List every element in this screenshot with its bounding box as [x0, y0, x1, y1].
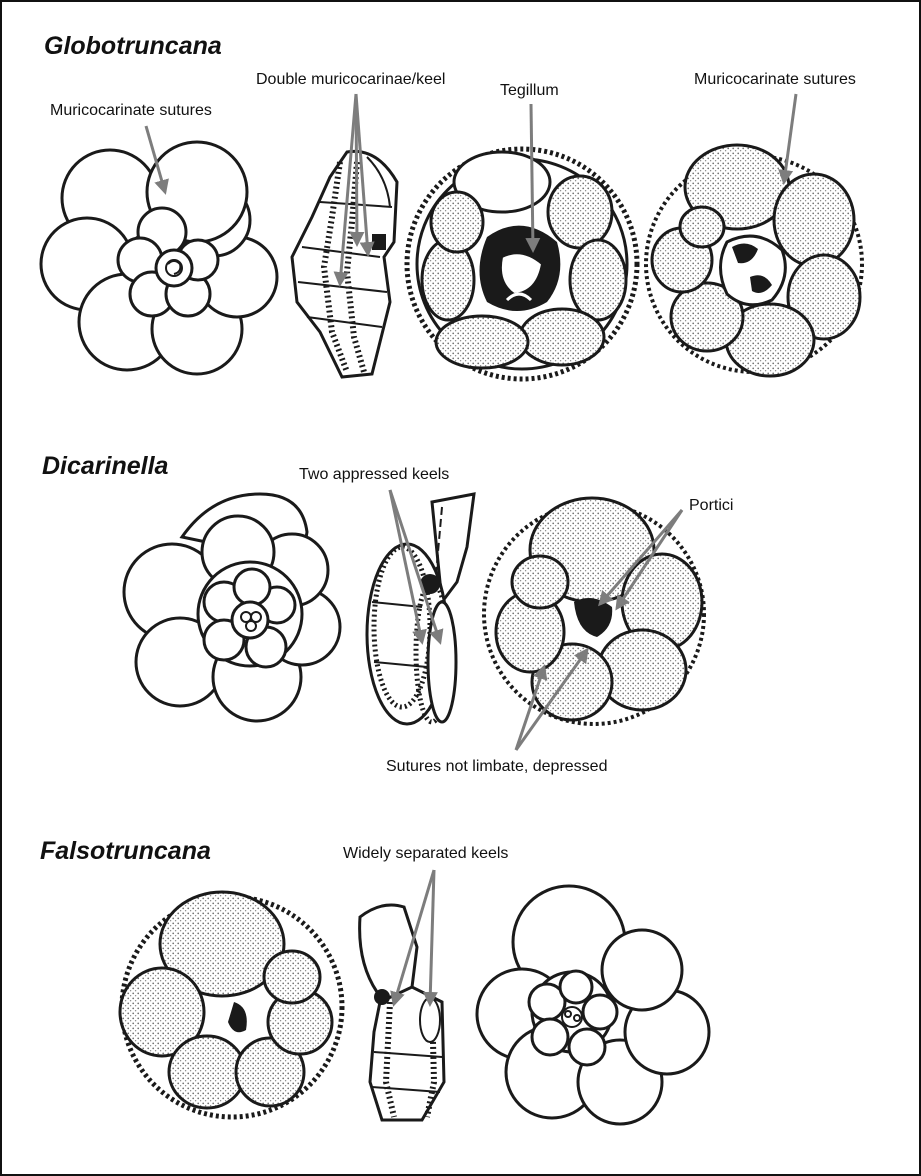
- arrow-muricocarinate-sutures-right: [778, 93, 798, 185]
- globotruncana-umbilical-view: [404, 146, 640, 382]
- arrow-portici-b: [615, 509, 684, 611]
- label-portici: Portici: [689, 497, 734, 514]
- falsotruncana-umbilical-view: [118, 890, 345, 1120]
- genus-title-globotruncana: Globotruncana: [44, 32, 222, 60]
- globotruncana-edge-view: [290, 149, 399, 379]
- dicarinella-edge-view: [365, 492, 476, 726]
- arrow-double-keel-a: [333, 93, 358, 287]
- label-two-appressed-keels: Two appressed keels: [299, 466, 450, 483]
- arrow-separated-keels-b: [422, 869, 438, 1007]
- label-widely-separated-keels: Widely separated keels: [343, 845, 509, 862]
- genus-title-dicarinella: Dicarinella: [42, 452, 169, 480]
- label-tegillum: Tegillum: [500, 82, 559, 99]
- arrow-separated-keels-a: [390, 869, 436, 1007]
- arrow-sutures-b: [514, 647, 589, 751]
- arrow-double-keel-b: [349, 93, 365, 247]
- falsotruncana-spiral-view: [475, 884, 711, 1126]
- arrow-portici-a: [598, 509, 684, 607]
- arrow-double-keel-c: [354, 93, 375, 257]
- label-muricocarinate-sutures-left: Muricocarinate sutures: [50, 102, 212, 119]
- genus-title-falsotruncana: Falsotruncana: [40, 837, 211, 865]
- dicarinella-umbilical-view: [482, 496, 706, 726]
- globotruncana-stippled-view: [644, 143, 864, 378]
- arrow-two-keels-a: [388, 489, 427, 645]
- arrow-tegillum: [525, 103, 541, 253]
- label-sutures-not-limbate: Sutures not limbate, depressed: [386, 758, 608, 775]
- label-double-muricocarinae-keel: Double muricocarinae/keel: [256, 71, 446, 88]
- arrow-muricocarinate-sutures-left: [144, 125, 169, 195]
- falsotruncana-edge-view: [358, 903, 446, 1122]
- arrow-sutures-a: [514, 664, 548, 751]
- globotruncana-spiral-view: [39, 140, 279, 376]
- callout-arrows: [144, 93, 798, 1007]
- arrow-two-keels-b: [388, 489, 444, 645]
- label-muricocarinate-sutures-right: Muricocarinate sutures: [694, 71, 856, 88]
- dicarinella-spiral-view: [122, 492, 342, 723]
